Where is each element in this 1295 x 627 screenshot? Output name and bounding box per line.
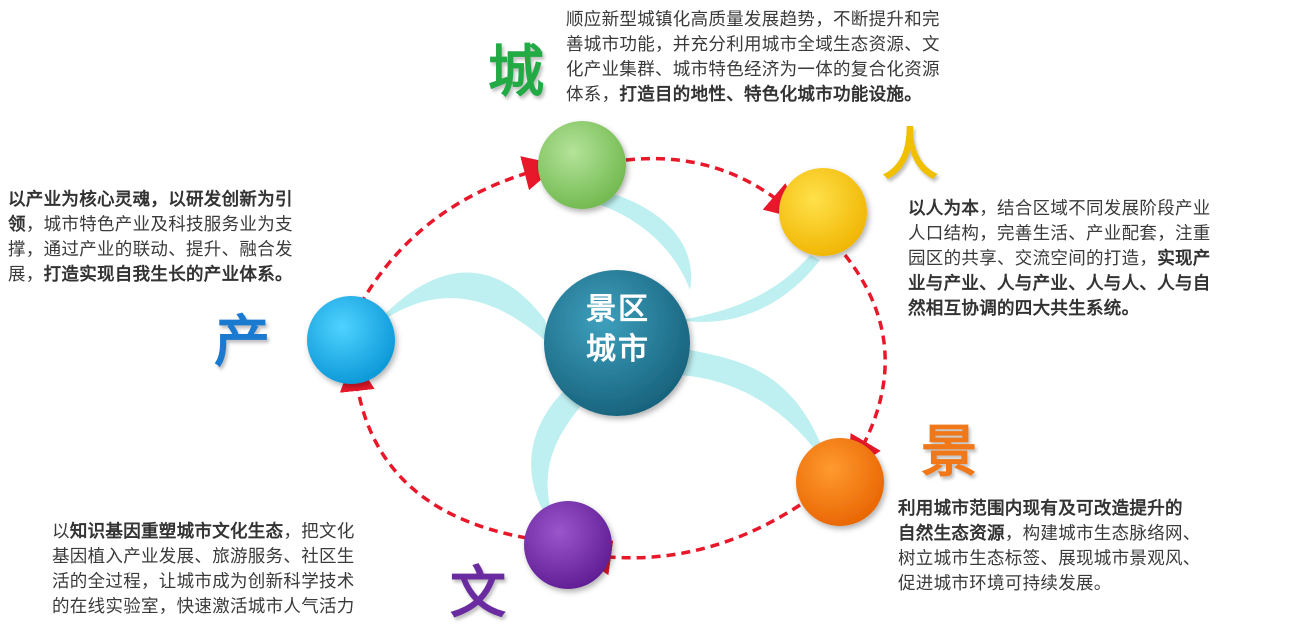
desc-ren-line1: 以人为本，结合区域不同发展阶段产业 — [908, 197, 1293, 222]
desc-jing-line1: 利用城市范围内现有及可改造提升的 — [898, 497, 1288, 522]
swirl-arm-bottom — [531, 385, 590, 535]
label-wen: 文 — [450, 561, 506, 626]
desc-cheng-line3: 化产业集群、城市特色经济为一体的复合化资源 — [566, 60, 940, 80]
arrow-ren-to-jing — [843, 253, 887, 473]
desc-ren-line1-bold: 以人为本 — [908, 199, 980, 219]
desc-ren-line3-text: 园区的共享、交流空间的打造， — [908, 249, 1158, 269]
arrow-wen-to-chan — [339, 356, 528, 540]
node-circle-ren — [779, 168, 867, 256]
label-chan: 产 — [214, 310, 270, 375]
desc-ren-line4-bold: 业与产业、人与产业、人与人、人与自 — [908, 274, 1211, 294]
center-label-line1: 景区 — [586, 292, 650, 327]
desc-ren-line5: 然相互协调的四大共生系统。 — [908, 297, 1293, 322]
arrow-cheng-to-ren — [625, 156, 801, 220]
desc-wen-line1: 以知识基因重塑城市文化生态，把文化 — [52, 520, 447, 545]
swirl-arm-upper-right — [680, 255, 820, 322]
desc-wen-line1-a: 以 — [52, 522, 70, 542]
center-circle — [544, 270, 690, 416]
desc-jing-line2-bold: 自然生态资源 — [898, 524, 1005, 544]
node-circle-wen — [524, 501, 612, 589]
cycle-arrows — [339, 156, 887, 576]
desc-chan-line1: 以产业为核心灵魂，以研发创新为引 — [8, 188, 368, 213]
desc-ren-line2: 人口结构，完善生活、产业配套，注重 — [908, 224, 1211, 244]
desc-jing-line2-text: ，构建城市生态脉络网、 — [1004, 524, 1201, 544]
desc-cheng: 顺应新型城镇化高质量发展趋势，不断提升和完 善城市功能，并充分利用城市全域生态资… — [566, 8, 1036, 108]
desc-wen-line3: 活的全过程，让城市成为创新科学技术 — [52, 572, 355, 592]
desc-chan-line4: 展，打造实现自我生长的产业体系。 — [8, 263, 368, 288]
node-circle-chan — [307, 296, 395, 384]
desc-wen-line1-bold: 知识基因重塑城市文化生态 — [69, 522, 284, 542]
desc-ren: 以人为本，结合区域不同发展阶段产业 人口结构，完善生活、产业配套，注重 园区的共… — [908, 197, 1293, 322]
desc-jing: 利用城市范围内现有及可改造提升的 自然生态资源，构建城市生态脉络网、 树立城市生… — [898, 497, 1288, 597]
desc-cheng-line4-text: 体系， — [566, 85, 620, 105]
desc-jing-line4: 促进城市环境可持续发展。 — [898, 574, 1112, 594]
desc-jing-line2: 自然生态资源，构建城市生态脉络网、 — [898, 522, 1288, 547]
desc-wen: 以知识基因重塑城市文化生态，把文化 基因植入产业发展、旅游服务、社区生 活的全过… — [52, 520, 447, 620]
desc-chan-line4-text: 展， — [8, 265, 44, 285]
desc-cheng-line4-bold: 打造目的地性、特色化城市功能设施。 — [619, 85, 923, 105]
desc-wen-line2: 基因植入产业发展、旅游服务、社区生 — [52, 547, 355, 567]
label-jing: 景 — [921, 420, 977, 485]
arrow-jing-to-wen — [576, 503, 801, 576]
desc-cheng-line1: 顺应新型城镇化高质量发展趋势，不断提升和完 — [566, 10, 940, 30]
label-ren: 人 — [882, 123, 938, 188]
desc-ren-line3-bold: 实现产 — [1157, 249, 1211, 269]
desc-wen-line1-c: ，把文化 — [283, 522, 355, 542]
desc-ren-line5-bold: 然相互协调的四大共生系统。 — [908, 299, 1140, 319]
center-label: 景区 城市 — [548, 290, 688, 370]
desc-chan: 以产业为核心灵魂，以研发创新为引 领，城市特色产业及科技服务业为支 撑，通过产业… — [8, 188, 368, 288]
desc-chan-line2-text: ，城市特色产业及科技服务业为支 — [25, 215, 293, 235]
node-circle-cheng — [538, 121, 626, 209]
desc-chan-line2-bold: 领 — [8, 215, 26, 235]
desc-cheng-line4: 体系，打造目的地性、特色化城市功能设施。 — [566, 83, 1036, 108]
desc-cheng-line2: 善城市功能，并充分利用城市全域生态资源、文 — [566, 35, 940, 55]
desc-chan-line1-bold: 以产业为核心灵魂，以研发创新为引 — [8, 190, 293, 210]
label-cheng: 城 — [488, 40, 544, 105]
desc-chan-line3: 撑，通过产业的联动、提升、融合发 — [8, 240, 293, 260]
swirl-arm-right — [680, 350, 830, 470]
desc-chan-line2: 领，城市特色产业及科技服务业为支 — [8, 213, 368, 238]
node-circle-jing — [796, 438, 884, 526]
desc-ren-line3: 园区的共享、交流空间的打造，实现产 — [908, 247, 1293, 272]
center-label-line2: 城市 — [586, 332, 650, 367]
swirl-arm-left — [370, 272, 550, 345]
desc-wen-line4: 的在线实验室，快速激活城市人气活力 — [52, 597, 355, 617]
desc-ren-line1-text: ，结合区域不同发展阶段产业 — [979, 199, 1211, 219]
desc-jing-line1-bold: 利用城市范围内现有及可改造提升的 — [898, 499, 1183, 519]
desc-chan-line4-bold: 打造实现自我生长的产业体系。 — [43, 265, 293, 285]
desc-jing-line3: 树立城市生态标签、展现城市景观风、 — [898, 549, 1201, 569]
desc-ren-line4: 业与产业、人与产业、人与人、人与自 — [908, 272, 1293, 297]
